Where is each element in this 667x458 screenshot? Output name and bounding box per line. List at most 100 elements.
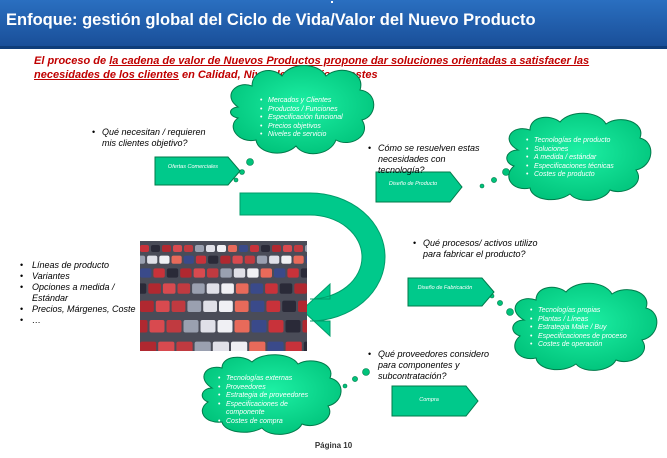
- car-shape: [268, 320, 284, 333]
- car-shape: [285, 320, 301, 333]
- question-4-line1: Qué proveedores considero: [378, 349, 490, 359]
- header-bar: Enfoque: gestión global del Ciclo de Vid…: [0, 0, 667, 46]
- car-shape: [250, 300, 265, 312]
- car-shape: [212, 341, 229, 351]
- cloud-1-item: Mercados y Clientes: [260, 97, 343, 106]
- car-shape: [221, 283, 234, 294]
- question-1: • Qué necesitan / requieren mis clientes…: [92, 127, 206, 148]
- car-shape: [293, 255, 304, 264]
- car-shape: [220, 255, 231, 264]
- cars-photo-art: [140, 241, 307, 351]
- question-3-line1: Qué procesos/ activos utilizo: [423, 238, 538, 248]
- left-list-item: Líneas de producto: [20, 260, 150, 271]
- car-shape: [206, 245, 215, 252]
- car-shape: [303, 341, 307, 351]
- car-shape: [153, 268, 165, 278]
- car-shape: [232, 255, 243, 264]
- question-4-line2: para componentes y: [378, 360, 460, 370]
- question-3-line2: para fabricar el producto?: [423, 249, 526, 259]
- car-shape: [194, 341, 211, 351]
- car-shape: [261, 245, 270, 252]
- car-shape: [234, 300, 249, 312]
- question-2-line2: necesidades con: [378, 154, 446, 164]
- car-shape: [148, 283, 161, 294]
- car-shape: [162, 245, 171, 252]
- car-shape: [298, 300, 307, 312]
- car-shape: [247, 268, 259, 278]
- car-shape: [285, 341, 302, 351]
- left-list-item: …: [20, 315, 150, 326]
- question-1-line2: mis clientes objetivo?: [102, 138, 188, 148]
- cloud-3-item: Estrategia Make / Buy: [530, 324, 627, 333]
- car-shape: [269, 255, 280, 264]
- cloud-3-item: Costes de operación: [530, 341, 627, 350]
- car-shape: [302, 320, 307, 333]
- car-shape: [283, 245, 292, 252]
- left-list: Líneas de producto Variantes Opciones a …: [20, 260, 150, 326]
- question-2-line3: tecnología?: [378, 165, 425, 175]
- cloud-4-list: Tecnologías externas Proveedores Estrate…: [218, 375, 308, 427]
- car-shape: [281, 255, 292, 264]
- left-list-item: Precios, Márgenes, Coste: [20, 304, 150, 315]
- cloud-2-list: Tecnologías de producto Soluciones A med…: [526, 137, 614, 180]
- cloud-1-item: Productos / Funciones: [260, 106, 343, 115]
- car-shape: [228, 245, 237, 252]
- cloud-2-item: Tecnologías de producto: [526, 137, 614, 146]
- arrow-shape-4: [391, 385, 479, 417]
- car-shape: [305, 255, 307, 264]
- car-shape: [279, 283, 293, 294]
- cloud-2-item: Costes de producto: [526, 171, 614, 180]
- car-shape: [155, 300, 170, 312]
- car-shape: [233, 268, 246, 278]
- cloud-2-item: Soluciones: [526, 146, 614, 155]
- car-shape: [140, 341, 157, 351]
- car-shape: [300, 268, 307, 278]
- question-2: • Cómo se resuelven estas necesidades co…: [368, 143, 480, 175]
- car-shape: [267, 341, 284, 351]
- cycle-arrow: [239, 192, 386, 338]
- car-shape: [171, 255, 182, 264]
- cloud-1-list: Mercados y Clientes Productos / Funcione…: [260, 97, 343, 140]
- car-shape: [171, 300, 186, 312]
- car-shape: [217, 320, 233, 333]
- cloud-4-item: Estrategia de proveedores: [218, 392, 308, 401]
- car-shape: [272, 245, 281, 252]
- car-shape: [192, 283, 205, 294]
- question-4: • Qué proveedores considero para compone…: [368, 349, 490, 381]
- left-list-item: Opciones a medida / Estándar: [20, 282, 150, 304]
- cloud-2-item: Especificaciones técnicas: [526, 163, 614, 172]
- arrow-shape-3: [407, 277, 495, 307]
- car-shape: [294, 245, 303, 252]
- cloud-1-item: Precios objetivos: [260, 123, 343, 132]
- cloud-4-item-cont: componente: [226, 409, 265, 417]
- intro-part1: El proceso de: [34, 55, 110, 67]
- arrow-label-1: Ofertas Comerciales: [167, 164, 219, 170]
- car-shape: [274, 268, 286, 278]
- car-shape: [207, 268, 219, 278]
- car-shape: [235, 283, 249, 294]
- header-divider: [0, 46, 667, 49]
- question-3: • Qué procesos/ activos utilizo para fab…: [413, 238, 538, 259]
- car-shape: [184, 245, 193, 252]
- car-shape: [151, 245, 160, 252]
- car-shape: [217, 245, 226, 252]
- cloud-2-item: A medida / estándar: [526, 154, 614, 163]
- cloud-3-item: Tecnologías propias: [530, 307, 627, 316]
- cloud-4-item: Proveedores: [218, 384, 308, 393]
- car-shape: [220, 268, 232, 278]
- car-shape: [234, 320, 250, 333]
- car-shape: [287, 268, 299, 278]
- car-shape: [176, 341, 193, 351]
- car-shape: [203, 300, 217, 312]
- car-shape: [266, 300, 281, 312]
- cloud-3-item: Especificaciones de proceso: [530, 333, 627, 342]
- cloud-4-item: Especificaciones de: [218, 401, 308, 410]
- cloud-4-item: Costes de compra: [218, 418, 308, 427]
- car-shape: [195, 245, 204, 252]
- car-shape: [250, 245, 259, 252]
- car-shape: [195, 255, 207, 264]
- car-shape: [149, 320, 165, 333]
- car-shape: [231, 341, 248, 351]
- car-shape: [158, 341, 175, 351]
